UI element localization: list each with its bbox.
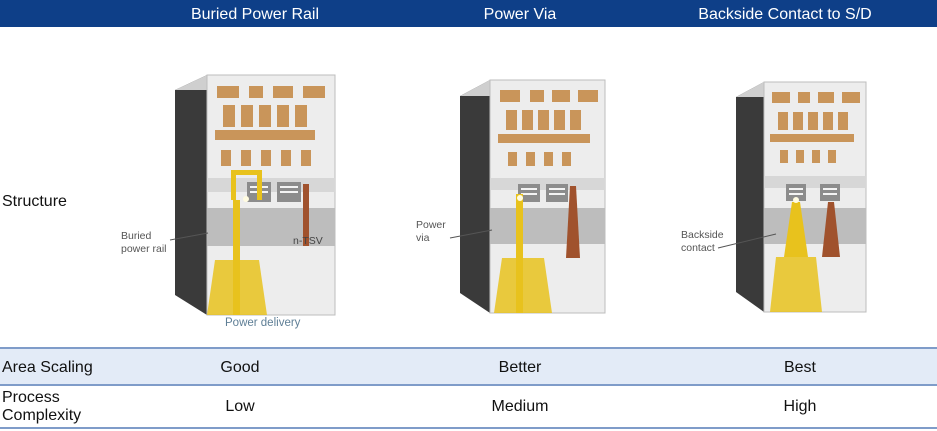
table-header bbox=[0, 0, 937, 27]
annotation-backside-contact: Backside contact bbox=[681, 229, 724, 254]
power-via-illustration bbox=[460, 79, 606, 314]
annotation-n-tsv: n-TSV bbox=[293, 235, 323, 247]
annotation-power-via: Power via bbox=[416, 219, 446, 244]
annotation-leader-line bbox=[449, 229, 493, 239]
column-header-power-via: Power Via bbox=[483, 6, 557, 23]
buried-power-rail-illustration bbox=[175, 74, 336, 316]
process-complexity-power-via: Medium bbox=[491, 398, 549, 415]
row-label-process-complexity: Process Complexity bbox=[2, 389, 82, 424]
row-label-area-scaling: Area Scaling bbox=[2, 359, 93, 376]
backside-contact-illustration bbox=[736, 81, 867, 313]
annotation-leader-line bbox=[717, 233, 777, 249]
annotation-leader-line bbox=[169, 232, 209, 241]
area-scaling-row bbox=[0, 348, 937, 385]
annotation-buried-power-rail: Buried power rail bbox=[121, 230, 167, 255]
row-divider bbox=[0, 347, 937, 349]
process-complexity-backside-contact: High bbox=[783, 398, 817, 415]
area-scaling-buried-power-rail: Good bbox=[220, 359, 260, 376]
row-divider bbox=[0, 427, 937, 429]
area-scaling-backside-contact: Best bbox=[783, 359, 816, 376]
annotation-power-delivery: Power delivery bbox=[225, 317, 301, 329]
column-header-buried-power-rail: Buried Power Rail bbox=[190, 6, 320, 23]
row-label-structure: Structure bbox=[2, 193, 67, 210]
process-complexity-buried-power-rail: Low bbox=[225, 398, 255, 415]
row-divider bbox=[0, 384, 937, 386]
column-header-backside-contact: Backside Contact to S/D bbox=[698, 6, 872, 23]
area-scaling-power-via: Better bbox=[498, 359, 542, 376]
